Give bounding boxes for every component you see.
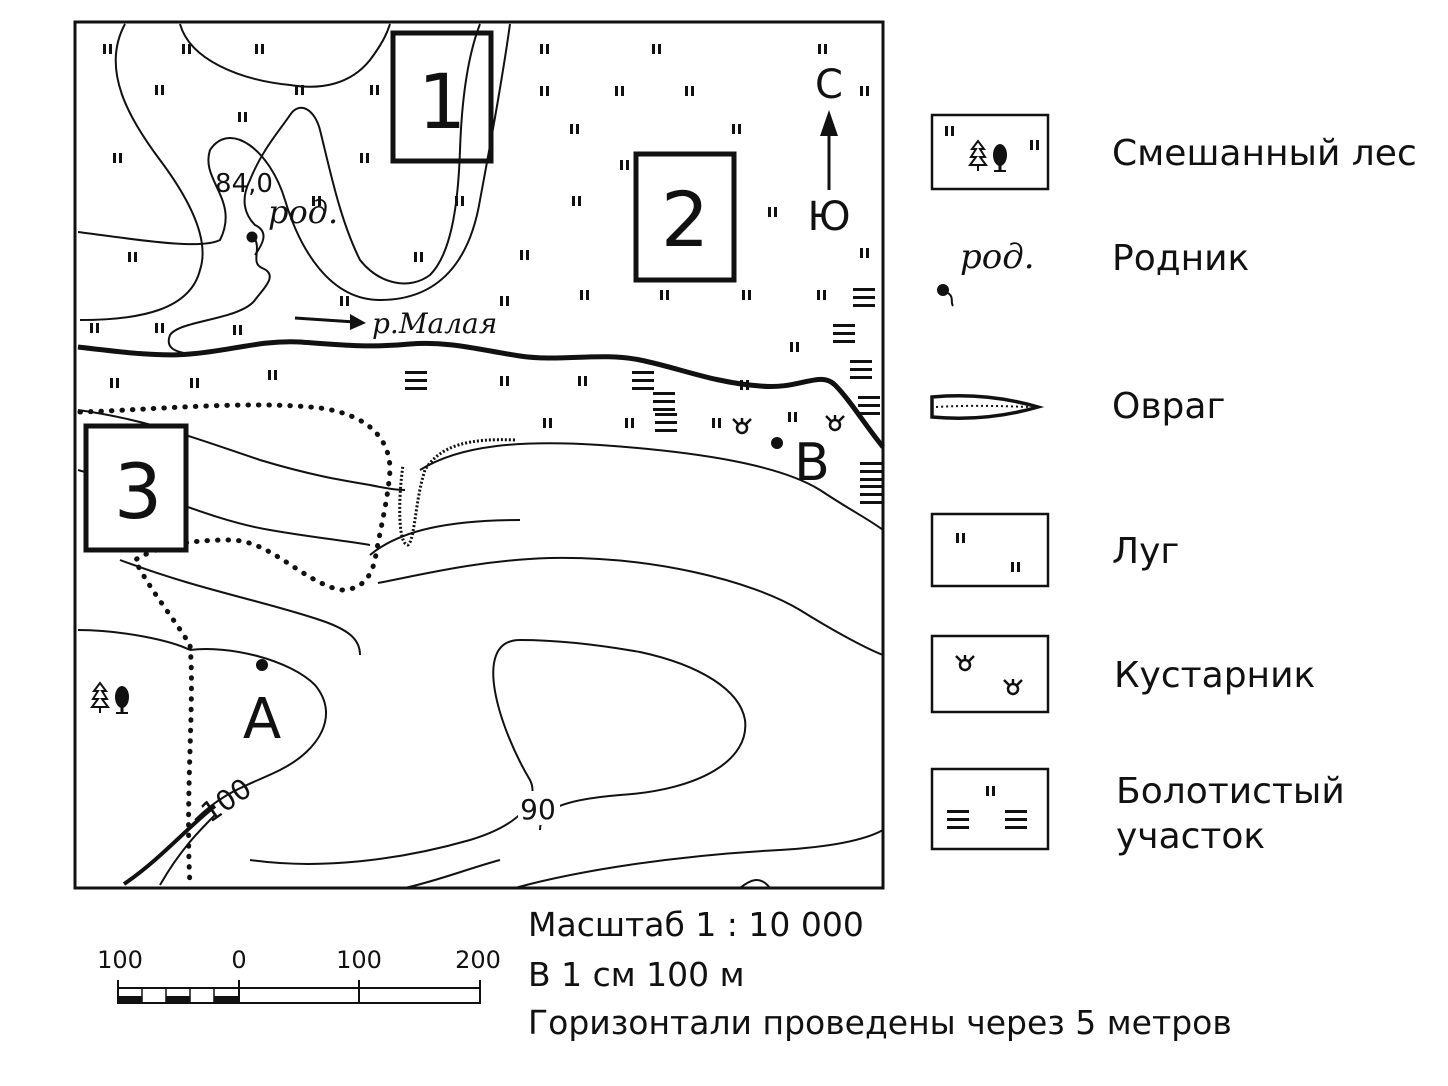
scale-bar: 100 0 100 200 xyxy=(97,946,501,1004)
svg-text:род.: род. xyxy=(960,237,1035,277)
north-arrow: С Ю xyxy=(807,62,850,240)
spring-stream xyxy=(167,236,271,355)
point-b-label: В xyxy=(794,433,830,493)
spring-label: род. xyxy=(268,193,338,231)
contour-lines xyxy=(77,23,884,889)
svg-text:Ю: Ю xyxy=(807,194,850,240)
legend-label-shrub: Кустарник xyxy=(1114,655,1316,696)
svg-text:С: С xyxy=(815,62,843,108)
caption-scale: Масштаб 1 : 10 000 xyxy=(528,905,864,944)
point-b-dot xyxy=(771,437,783,449)
legend-label-ravine: Овраг xyxy=(1112,386,1226,427)
map-frame xyxy=(73,20,885,890)
scale-tick-0: 0 xyxy=(231,946,246,974)
caption-cm: В 1 см 100 м xyxy=(528,955,745,994)
scale-tick-200: 200 xyxy=(455,946,501,974)
legend-label-swamp-line1: Болотистый xyxy=(1116,771,1345,812)
square-2: 2 xyxy=(633,151,737,283)
scale-tick-100-left: 100 xyxy=(97,946,143,974)
legend-mixed-forest-box xyxy=(930,113,1050,191)
spring-icon xyxy=(937,284,954,307)
legend-spring-box: род. xyxy=(937,237,1035,307)
legend-label-spring: Родник xyxy=(1112,238,1250,279)
river-label: р.Малая xyxy=(372,307,497,340)
svg-text:3: 3 xyxy=(114,447,162,536)
river-arrow xyxy=(294,314,366,330)
square-1: 1 xyxy=(390,30,494,164)
svg-text:1: 1 xyxy=(418,57,466,146)
svg-text:2: 2 xyxy=(661,175,709,264)
ravine xyxy=(398,438,516,547)
square-3: 3 xyxy=(83,423,189,553)
point-a-dot xyxy=(256,659,268,671)
legend-label-meadow: Луг xyxy=(1112,531,1180,572)
spring-point xyxy=(246,231,258,243)
elevation-mark: 84,0 xyxy=(215,169,273,199)
point-a-label: А xyxy=(243,687,281,752)
caption-contours: Горизонтали проведены через 5 метров xyxy=(528,1003,1232,1042)
swamp-icon xyxy=(930,767,1050,851)
legend-label-mixed-forest: Смешанный лес xyxy=(1112,133,1417,174)
contour-label-90: 90 xyxy=(520,793,556,826)
legend-label-swamp-line2: участок xyxy=(1116,816,1266,857)
scale-tick-100: 100 xyxy=(336,946,382,974)
contour-100-line xyxy=(122,804,217,886)
river-malaya xyxy=(77,339,885,449)
shrub-icon xyxy=(930,634,1050,714)
ravine-icon xyxy=(930,393,1045,421)
dotted-paths xyxy=(77,402,393,889)
meadow-icon xyxy=(930,512,1050,588)
